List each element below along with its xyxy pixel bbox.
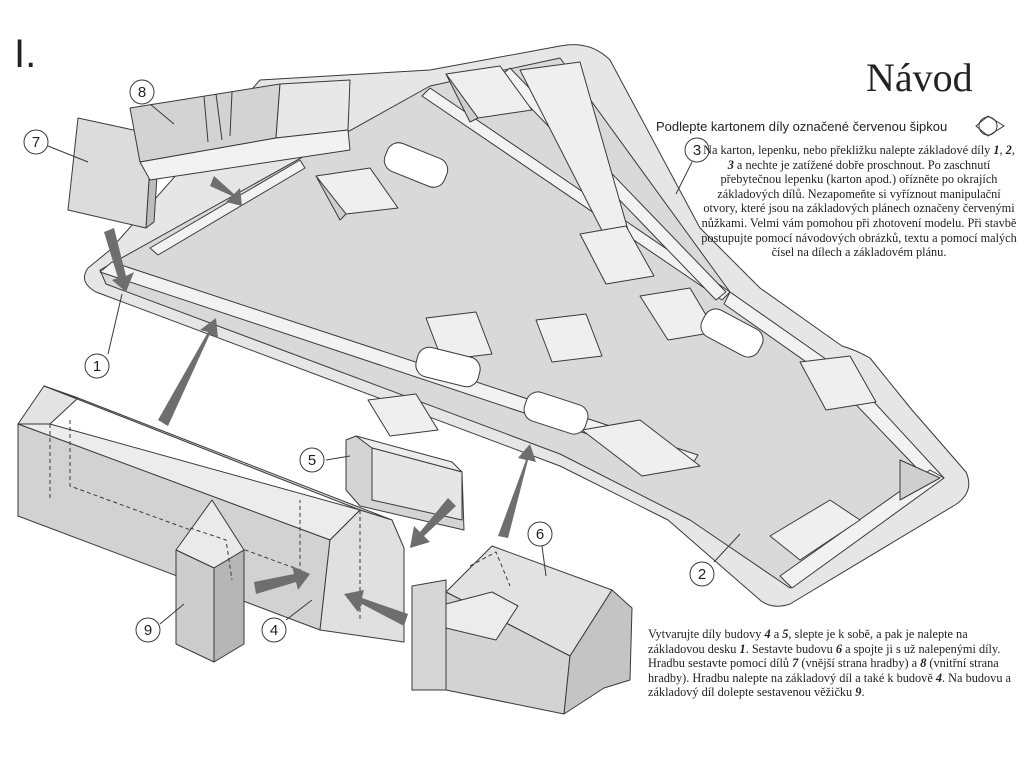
callout-7: 7 bbox=[23, 129, 89, 163]
rail-diagonal bbox=[421, 87, 731, 301]
reinforce-note: Podlepte kartonem díly označené červenou… bbox=[656, 119, 948, 134]
callout-9-label: 9 bbox=[144, 622, 152, 639]
part-ref: 9 bbox=[855, 685, 862, 700]
part-8 bbox=[129, 79, 351, 181]
part-ref: 8 bbox=[920, 656, 927, 671]
part-9 bbox=[175, 499, 245, 663]
arrow-7-to-base bbox=[104, 228, 134, 292]
callout-4-label: 4 bbox=[270, 622, 278, 639]
callouts: 1 2 3 4 5 6 7 bbox=[23, 79, 741, 643]
arrow-6-to-4 bbox=[344, 590, 408, 626]
rail-bottom bbox=[779, 469, 945, 589]
part-6 bbox=[411, 545, 633, 715]
arrow-9-to-4 bbox=[254, 566, 310, 594]
callout-2: 2 bbox=[689, 533, 741, 587]
part-ref: 4 bbox=[935, 670, 943, 685]
part-ref: 5 bbox=[782, 627, 789, 641]
base-plate bbox=[83, 44, 970, 607]
cardboard-arrow-icon bbox=[975, 115, 1005, 137]
arrow-8-to-base bbox=[210, 176, 242, 206]
assembly-arrows bbox=[104, 176, 536, 626]
rail-back bbox=[149, 159, 306, 256]
part-ref: 4 bbox=[764, 627, 771, 641]
callout-1: 1 bbox=[84, 293, 123, 379]
part-ref: 2 bbox=[1005, 143, 1012, 157]
callout-9: 9 bbox=[135, 603, 185, 643]
arrow-4-to-base bbox=[158, 318, 218, 426]
callout-4: 4 bbox=[261, 599, 313, 643]
part-ref: 1 bbox=[993, 143, 1000, 157]
part-5 bbox=[345, 435, 465, 531]
part-ref: 7 bbox=[792, 656, 799, 671]
part-ref: 1 bbox=[739, 641, 746, 656]
callout-6-label: 6 bbox=[536, 526, 544, 543]
arrow-5-to-4 bbox=[410, 498, 456, 548]
cutouts bbox=[383, 142, 764, 435]
callout-7-label: 7 bbox=[32, 134, 40, 151]
callout-3-label: 3 bbox=[693, 142, 701, 159]
page-title: Návod bbox=[866, 55, 973, 100]
intro-paragraph: Na karton, lepenku, nebo překližku nalep… bbox=[701, 143, 1017, 260]
callout-5-label: 5 bbox=[308, 452, 316, 469]
callout-2-label: 2 bbox=[698, 566, 706, 583]
callout-5: 5 bbox=[299, 447, 351, 473]
part-4 bbox=[17, 385, 405, 643]
callout-6: 6 bbox=[527, 521, 553, 577]
assembly-paragraph: Vytvarujte díly budovy 4 a 5, slepte je … bbox=[648, 627, 1011, 700]
step-number: I. bbox=[14, 32, 37, 76]
callout-1-label: 1 bbox=[93, 358, 101, 375]
part-ref: 3 bbox=[727, 157, 734, 172]
callout-8-label: 8 bbox=[138, 84, 146, 101]
footings bbox=[315, 61, 941, 561]
callout-8: 8 bbox=[129, 79, 175, 125]
part-ref: 6 bbox=[835, 641, 843, 656]
callout-3: 3 bbox=[675, 137, 710, 195]
arrow-6-to-base bbox=[498, 444, 536, 538]
